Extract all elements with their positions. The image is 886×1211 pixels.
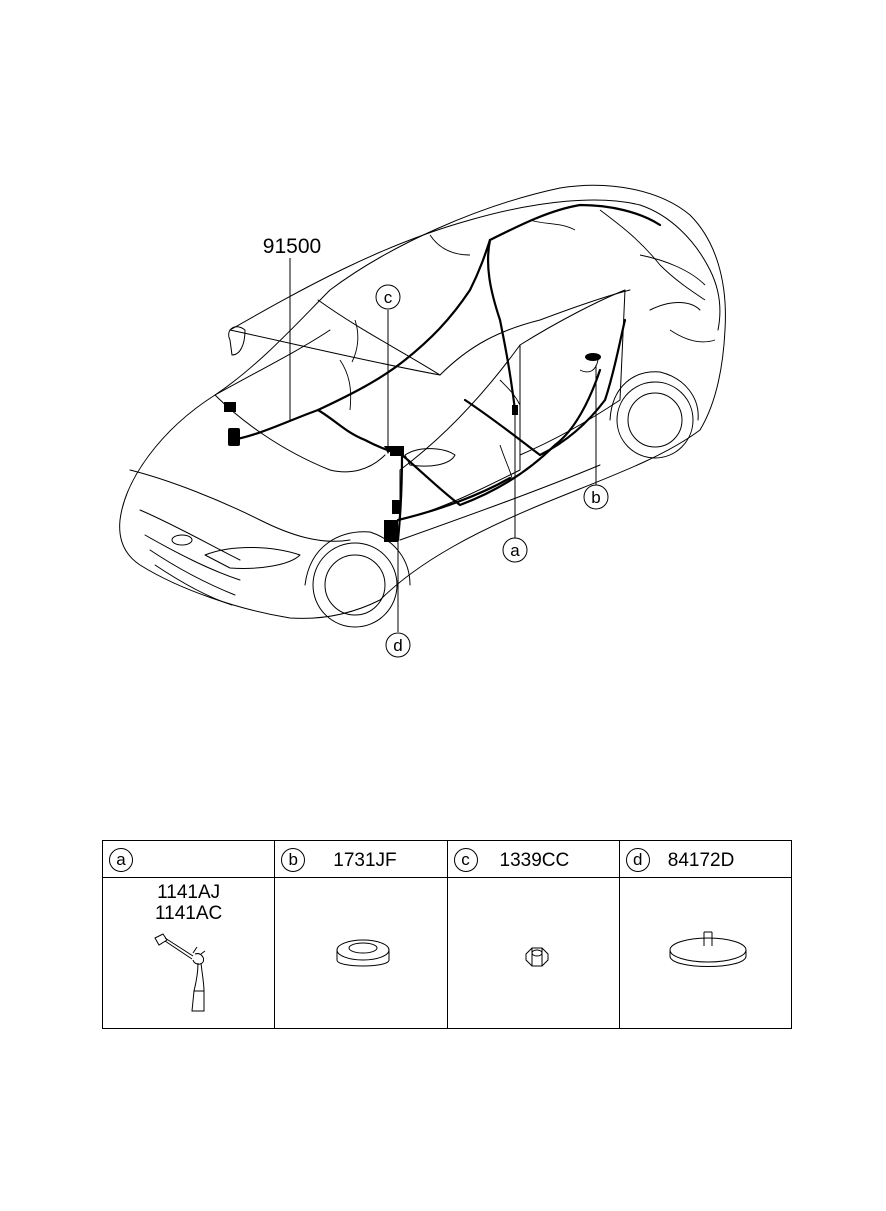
parts-header-b: b 1731JF [274, 840, 448, 878]
grommet-icon [336, 939, 390, 967]
callout-a-label: a [510, 541, 520, 560]
nut-icon [525, 947, 548, 967]
callout-d-label: d [393, 636, 402, 655]
wiring-diagram: c a b d 91500 [119, 184, 726, 658]
part-number-c: 1339CC [499, 850, 570, 871]
parts-cell-d [618, 877, 793, 1029]
callout-a [502, 537, 528, 563]
car-wiring-illustration: c a b d 91500 [119, 184, 726, 658]
front-wheel [312, 542, 398, 628]
callout-d [385, 632, 411, 658]
letter-c: c [453, 848, 478, 872]
part-number-a1: 1141AJ [157, 882, 221, 903]
parts-header-d: d 84172D [618, 840, 793, 878]
parts-header-a: a [101, 840, 276, 878]
callout-b [583, 484, 609, 510]
parts-cell-c [446, 877, 620, 1029]
parts-cell-b [274, 877, 448, 1029]
callout-c [375, 284, 401, 310]
letter-b: b [281, 848, 306, 872]
bolt-ground-icon [154, 933, 206, 1012]
part-number-d: 84172D [667, 850, 735, 871]
plug-icon [669, 931, 747, 967]
letter-d: d [625, 848, 650, 872]
rear-wheel [616, 381, 694, 459]
parts-header-c: c 1339CC [446, 840, 620, 878]
callout-b-label: b [591, 488, 600, 507]
parts-table: a b 1731JF c 1339CC d 84172D 1141AJ 1141… [101, 840, 793, 1029]
wiring-harness [230, 408, 404, 457]
car-body-outline [119, 184, 726, 619]
part-number-b: 1731JF [333, 850, 397, 871]
part-number-a2: 1141AC [154, 903, 223, 924]
callout-c-label: c [384, 288, 393, 307]
main-part-number: 91500 [263, 235, 321, 258]
parts-cell-a: 1141AJ 1141AC [101, 877, 276, 1029]
letter-a: a [109, 848, 133, 872]
